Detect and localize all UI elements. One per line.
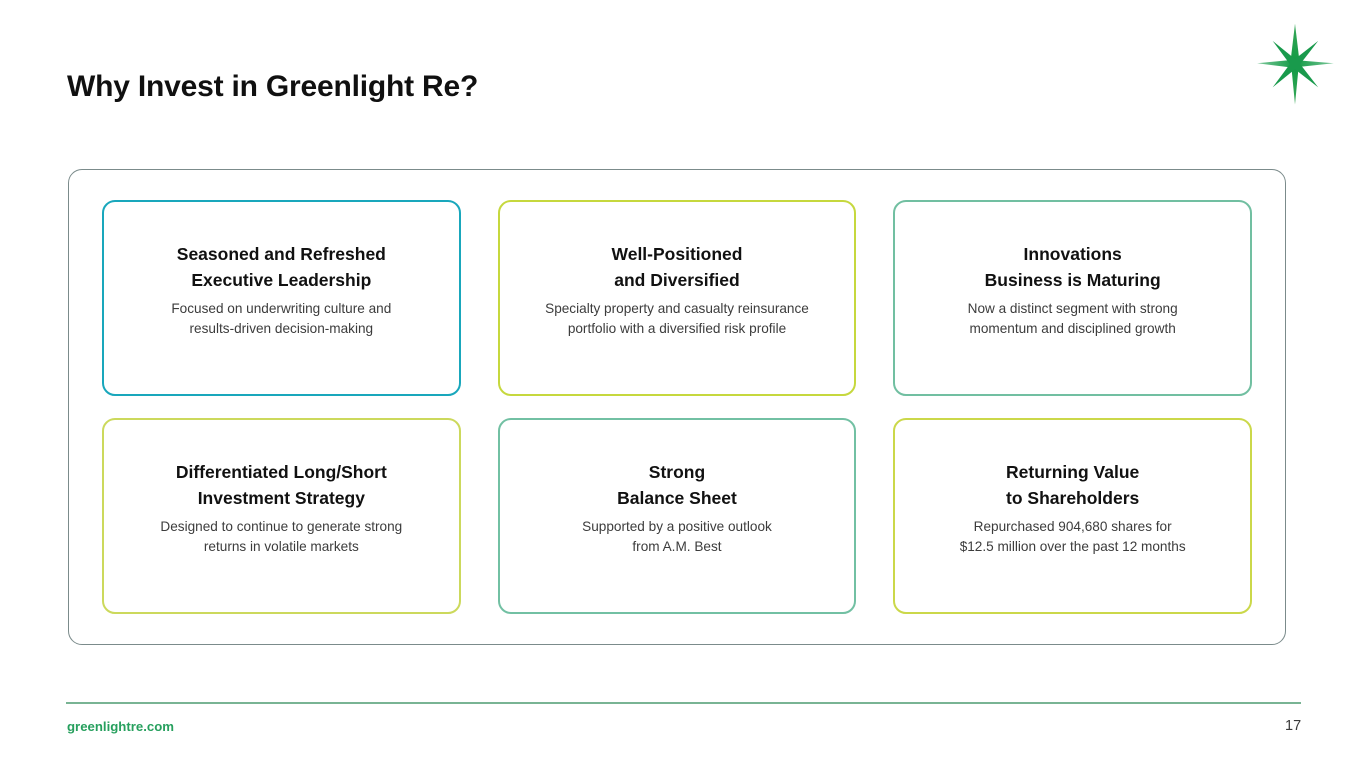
- page-title: Why Invest in Greenlight Re?: [67, 70, 479, 103]
- footer-divider: [66, 702, 1301, 705]
- card-description: Repurchased 904,680 shares for $12.5 mil…: [959, 518, 1186, 555]
- card-executive-leadership[interactable]: Seasoned and Refreshed Executive Leaders…: [102, 200, 461, 396]
- card-title: Differentiated Long/Short Investment Str…: [175, 462, 387, 508]
- card-title: Well-Positioned and Diversified: [611, 244, 743, 290]
- card-title: Seasoned and Refreshed Executive Leaders…: [176, 244, 386, 290]
- greenlight-re-star-logo: [1252, 22, 1338, 108]
- card-balance-sheet[interactable]: Strong Balance Sheet Supported by a posi…: [497, 418, 857, 614]
- card-title: Returning Value to Shareholders: [1006, 462, 1140, 508]
- card-description: Now a distinct segment with strong momen…: [967, 300, 1178, 337]
- card-description: Focused on underwriting culture and resu…: [171, 300, 392, 337]
- feature-cards-grid: Seasoned and Refreshed Executive Leaders…: [69, 170, 1285, 644]
- feature-cards-frame: Seasoned and Refreshed Executive Leaders…: [68, 169, 1286, 645]
- card-investment-strategy[interactable]: Differentiated Long/Short Investment Str…: [102, 418, 461, 614]
- card-description: Specialty property and casualty reinsura…: [545, 300, 809, 337]
- card-description: Designed to continue to generate strong …: [160, 518, 403, 555]
- page-number: 17: [1285, 718, 1302, 734]
- card-innovations[interactable]: Innovations Business is Maturing Now a d…: [893, 200, 1252, 396]
- card-well-positioned[interactable]: Well-Positioned and Diversified Specialt…: [497, 200, 857, 396]
- card-returning-value[interactable]: Returning Value to Shareholders Repurcha…: [893, 418, 1252, 614]
- card-title: Strong Balance Sheet: [617, 462, 737, 508]
- card-title: Innovations Business is Maturing: [984, 244, 1161, 290]
- card-description: Supported by a positive outlook from A.M…: [582, 518, 772, 555]
- footer-website-link[interactable]: greenlightre.com: [67, 719, 174, 734]
